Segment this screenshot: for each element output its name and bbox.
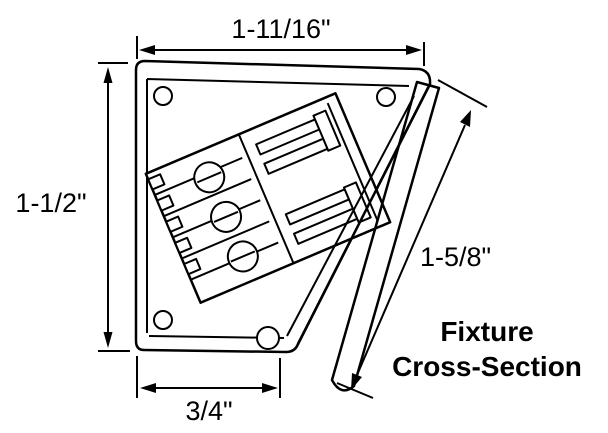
- screw-boss-bottom-center: [256, 326, 280, 350]
- arrowhead-up: [460, 110, 471, 127]
- arrowhead-left: [139, 45, 155, 55]
- dimension-label-bottom: 3/4": [185, 396, 232, 426]
- dimension-left: 1-1/2": [15, 62, 130, 352]
- screw-boss-top-left: [153, 86, 173, 106]
- diagram-title: Fixture Cross-Section: [392, 316, 582, 382]
- arrowhead-right: [406, 45, 422, 55]
- terminal-tooth: [174, 236, 193, 254]
- terminal-block: [144, 92, 392, 304]
- dimension-label-left: 1-1/2": [15, 188, 86, 218]
- terminal-tooth: [147, 173, 166, 191]
- arrowhead-right: [262, 383, 278, 393]
- title-line-1: Fixture: [440, 316, 533, 347]
- dimension-label-diagonal: 1-5/8": [420, 242, 491, 272]
- dimension-diagonal: 1-5/8": [336, 79, 491, 399]
- extension-line: [336, 382, 374, 399]
- title-line-2: Cross-Section: [392, 351, 582, 382]
- screw-boss-bottom-left: [153, 310, 173, 330]
- arrowhead-down: [103, 332, 113, 348]
- dimension-bottom: 3/4": [136, 356, 281, 426]
- terminal-tooth: [165, 215, 184, 233]
- arrowhead-down: [351, 373, 362, 390]
- screw-boss-top-right: [376, 87, 396, 107]
- screw-slots: [196, 171, 256, 263]
- dimension-top: 1-11/16": [136, 14, 425, 66]
- terminal-tooth: [156, 194, 175, 212]
- dimension-label-top: 1-11/16": [231, 14, 330, 44]
- arrowhead-left: [140, 383, 156, 393]
- extension-line: [437, 79, 488, 108]
- body-angled-inner-wall: [286, 95, 415, 337]
- terminal-tooth: [183, 257, 202, 276]
- contact-post: [312, 109, 342, 152]
- body-angled-face: [296, 83, 432, 345]
- arrowhead-up: [103, 67, 113, 83]
- dimension-line: [356, 124, 466, 376]
